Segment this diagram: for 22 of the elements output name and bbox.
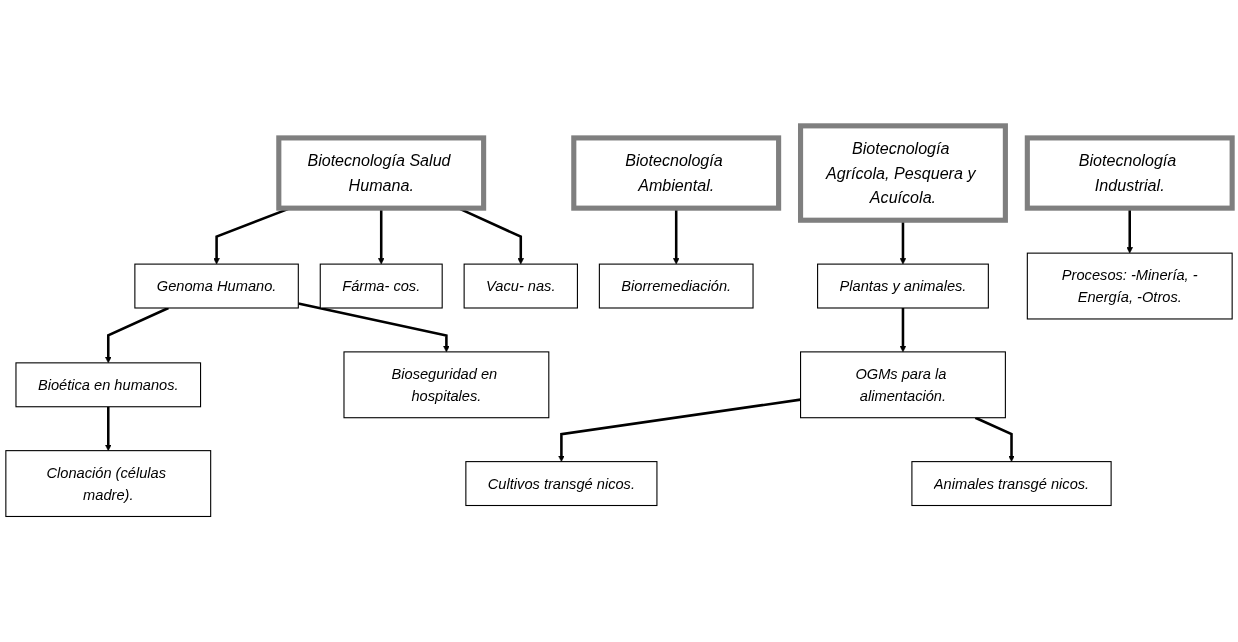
node-box: Clonación (células madre). (5, 449, 212, 517)
node-box: Biotecnología Agrícola, Pesquera y Acuícola. (798, 123, 1008, 223)
arrow (899, 307, 907, 352)
node-box: Bioética en humanos. (15, 362, 202, 408)
node-box: Fárma- cos. (319, 263, 443, 309)
node-box: Plantas y animales. (817, 263, 989, 309)
node-box: Biorremediación. (598, 263, 754, 309)
node-box: Bioseguridad en hospitales. (343, 351, 550, 419)
arrow (105, 306, 169, 363)
arrow (558, 398, 801, 462)
node-box: OGMs para la alimentación. (800, 351, 1006, 419)
node-box: Cultivos transgé nicos. (465, 460, 658, 506)
node-box: Vacu- nas. (463, 263, 578, 309)
node-box: Genoma Humano. (134, 263, 299, 309)
node-box: Biotecnología Salud Humana. (276, 135, 487, 211)
node-box: Animales transgé nicos. (911, 460, 1112, 506)
arrow (105, 406, 112, 451)
node-box: Biotecnología Industrial. (1024, 135, 1235, 211)
arrow (298, 302, 450, 352)
arrow (974, 416, 1015, 462)
node-box: Procesos: -Minería, -Energía, -Otros. (1026, 252, 1233, 320)
node-box: Biotecnología Ambiental. (571, 135, 782, 211)
